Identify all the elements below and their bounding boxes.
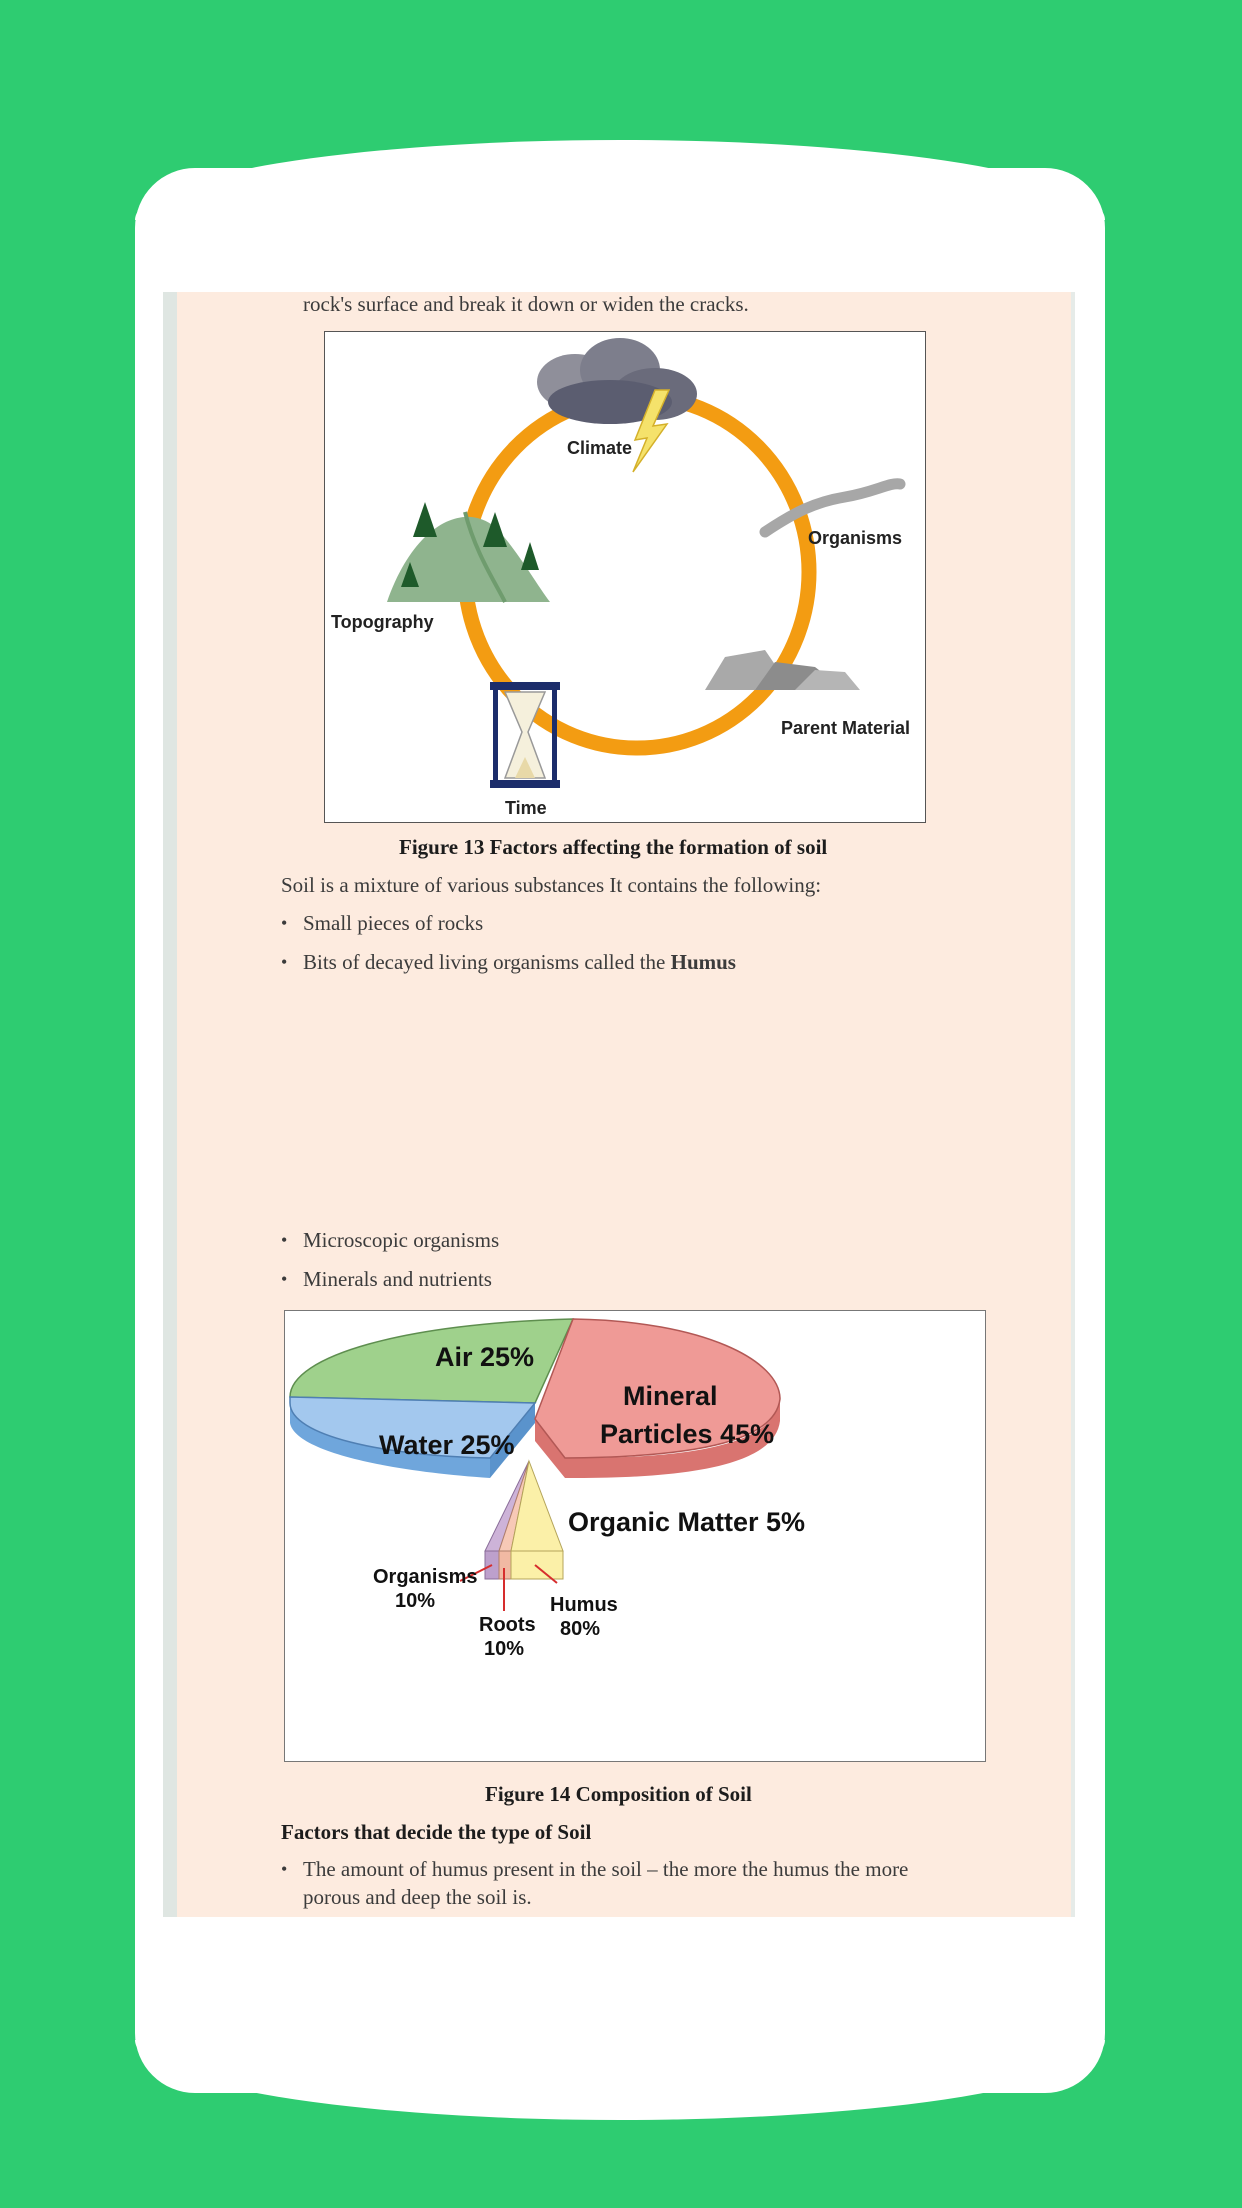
label-organic-matter: Organic Matter 5% [568,1507,805,1537]
humus-term: Humus [670,950,736,974]
soil-factors-diagram: Climate Organisms Parent Material Time T… [331,338,910,818]
page-edge [163,292,177,1917]
label-climate: Climate [567,438,632,458]
label-air: Air 25% [435,1342,534,1372]
mineral-slice-side [535,1399,780,1479]
rocks-icon [705,650,860,690]
label-mineral-line1: Mineral [623,1381,718,1411]
intro-line: rock's surface and break it down or wide… [303,292,749,316]
figure-13-soil-factors: Climate Organisms Parent Material Time T… [324,331,926,823]
label-roots-name: Roots [479,1614,536,1636]
bullet-humus-text: Bits of decayed living organisms called … [303,950,671,974]
water-slice [289,1396,537,1459]
hourglass-icon [490,682,560,788]
bullet-minerals: Minerals and nutrients [303,1267,492,1291]
bullet-marker: • [281,1269,288,1289]
bullet-microscopic: Microscopic organisms [303,1228,500,1252]
bullet-marker: • [281,1859,288,1879]
leader-organisms [459,1564,493,1582]
label-mineral-line2: Particles 45% [600,1419,774,1449]
figure-13-caption: Figure 13 Factors affecting the formatio… [399,835,828,859]
label-topography: Topography [331,612,434,632]
card-bottom-edge [135,2040,1105,2120]
water-slice-edge [490,1403,535,1478]
air-slice [289,1318,575,1404]
label-humus-pct: 80% [560,1618,600,1640]
label-water: Water 25% [379,1430,515,1460]
leader-humus [534,1564,558,1584]
label-roots-pct: 10% [484,1638,524,1660]
label-humus-name: Humus [550,1594,618,1616]
label-organisms-name: Organisms [373,1566,477,1588]
figure-14-caption: Figure 14 Composition of Soil [485,1782,752,1806]
factors-heading: Factors that decide the type of Soil [281,1820,592,1844]
label-time: Time [505,798,547,818]
worm-icon [759,478,906,538]
label-parent-material: Parent Material [781,718,910,738]
bullet-humus-porous-line2: porous and deep the soil is. [303,1885,532,1909]
bullet-rocks: Small pieces of rocks [303,911,484,935]
cloud-lightning-icon [537,338,697,473]
label-organisms: Organisms [808,528,902,548]
bullet-marker: • [281,1230,288,1250]
bullet-marker: • [281,952,288,972]
bullet-humus: Bits of decayed living organisms called … [303,950,736,975]
soil-composition-chart: Air 25% Water 25% Mineral Particles 45% … [289,1318,805,1660]
document-page[interactable]: rock's surface and break it down or wide… [163,292,1075,1917]
bullet-humus-porous-line1: The amount of humus present in the soil … [303,1857,909,1881]
soil-intro: Soil is a mixture of various substances … [281,873,822,897]
page-edge [1071,292,1075,1917]
bullet-marker: • [281,913,288,933]
organic-matter-pyramid [484,1459,564,1580]
mineral-slice [534,1318,781,1459]
mountain-trees-icon [387,502,550,603]
figure-14-soil-composition: Air 25% Water 25% Mineral Particles 45% … [284,1310,986,1762]
label-organisms-pct: 10% [395,1590,435,1612]
